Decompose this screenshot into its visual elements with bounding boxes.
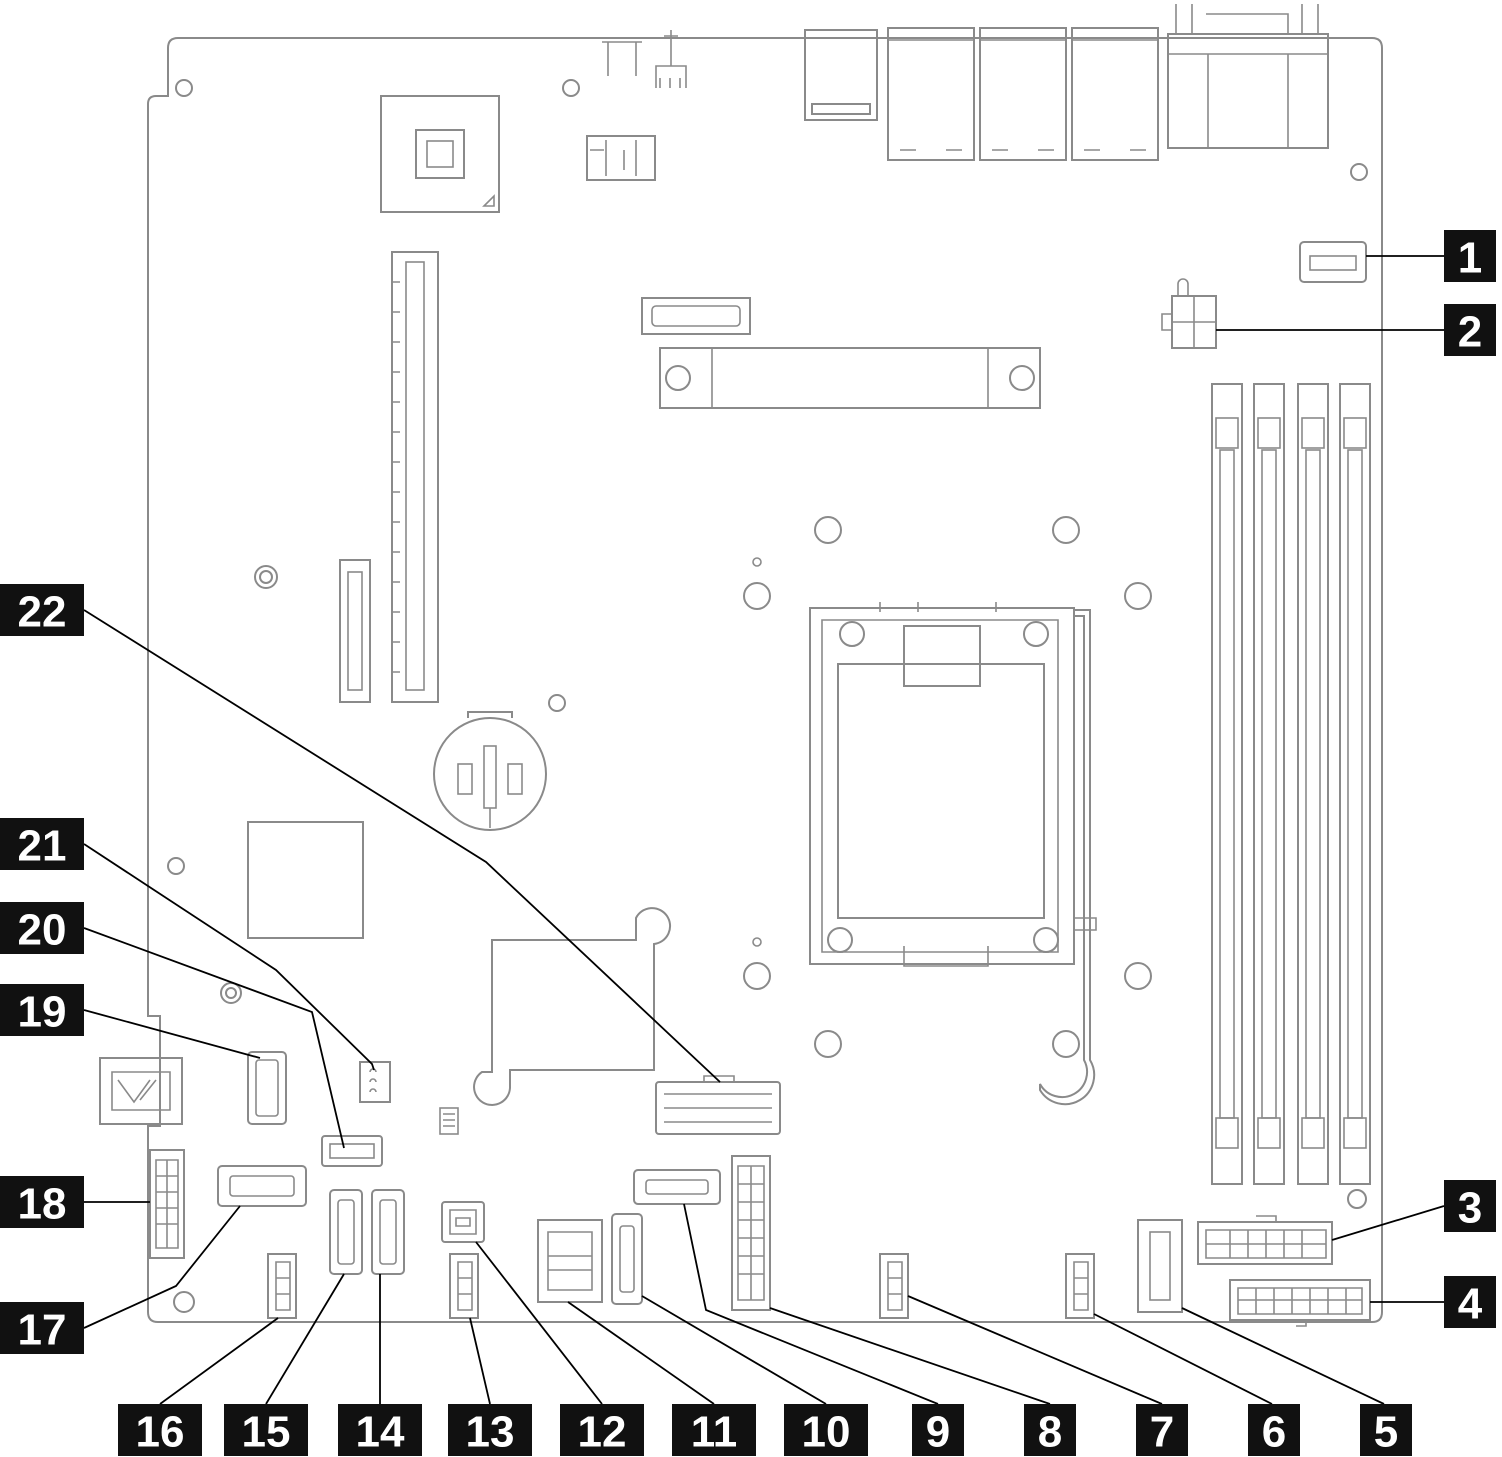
leader-lines — [83, 255, 1445, 1405]
board-connectors — [99, 241, 1371, 1327]
callout-21: 21 — [0, 818, 84, 871]
callout-22: 22 — [0, 584, 84, 637]
callout-20: 20 — [0, 902, 84, 955]
callouts: 1 2 3 4 5 6 7 8 — [0, 230, 1496, 1457]
svg-text:13: 13 — [466, 1408, 515, 1457]
svg-text:10: 10 — [802, 1408, 851, 1457]
callout-18: 18 — [0, 1176, 84, 1229]
callout-10: 10 — [784, 1404, 868, 1457]
svg-text:11: 11 — [691, 1408, 738, 1457]
mounting-holes — [167, 79, 1368, 1313]
svg-text:16: 16 — [136, 1408, 185, 1457]
dimm-slots — [1211, 383, 1371, 1185]
callout-15: 15 — [224, 1404, 308, 1457]
svg-text:3: 3 — [1458, 1184, 1482, 1233]
board-outline — [147, 37, 1383, 1323]
callout-12: 12 — [560, 1404, 644, 1457]
callout-14: 14 — [338, 1404, 422, 1457]
callout-13: 13 — [448, 1404, 532, 1457]
callout-6: 6 — [1248, 1404, 1300, 1457]
callout-4: 4 — [1444, 1276, 1496, 1329]
callout-3: 3 — [1444, 1180, 1496, 1233]
pcie-slot — [391, 251, 439, 703]
callout-1: 1 — [1444, 230, 1496, 283]
svg-text:5: 5 — [1374, 1408, 1398, 1457]
svg-text:20: 20 — [18, 906, 67, 955]
board-chips — [247, 95, 656, 1135]
callout-7: 7 — [1136, 1404, 1188, 1457]
callout-11: 11 — [672, 1404, 756, 1457]
callout-17: 17 — [0, 1302, 84, 1355]
svg-text:18: 18 — [18, 1180, 67, 1229]
callout-9: 9 — [912, 1404, 964, 1457]
rear-io-connectors — [602, 4, 1329, 161]
callout-19: 19 — [0, 984, 84, 1037]
svg-text:22: 22 — [18, 588, 67, 637]
heatsink-footprint — [473, 907, 672, 1106]
cmos-battery — [433, 711, 547, 831]
svg-text:7: 7 — [1150, 1408, 1174, 1457]
svg-text:15: 15 — [242, 1408, 291, 1457]
callout-16: 16 — [118, 1404, 202, 1457]
callout-5: 5 — [1360, 1404, 1412, 1457]
svg-text:17: 17 — [18, 1306, 67, 1355]
svg-text:2: 2 — [1458, 308, 1482, 357]
processor-socket — [743, 516, 1152, 1106]
callout-8: 8 — [1024, 1404, 1076, 1457]
svg-text:8: 8 — [1038, 1408, 1062, 1457]
svg-text:6: 6 — [1262, 1408, 1286, 1457]
svg-text:1: 1 — [1458, 234, 1482, 283]
svg-text:9: 9 — [926, 1408, 950, 1457]
svg-text:14: 14 — [356, 1408, 405, 1457]
svg-text:19: 19 — [18, 988, 67, 1037]
svg-text:12: 12 — [578, 1408, 627, 1457]
callout-2: 2 — [1444, 304, 1496, 357]
m2-connector — [339, 559, 371, 703]
svg-text:21: 21 — [18, 822, 67, 871]
svg-text:4: 4 — [1458, 1280, 1483, 1329]
internal-header-top — [641, 297, 1041, 409]
